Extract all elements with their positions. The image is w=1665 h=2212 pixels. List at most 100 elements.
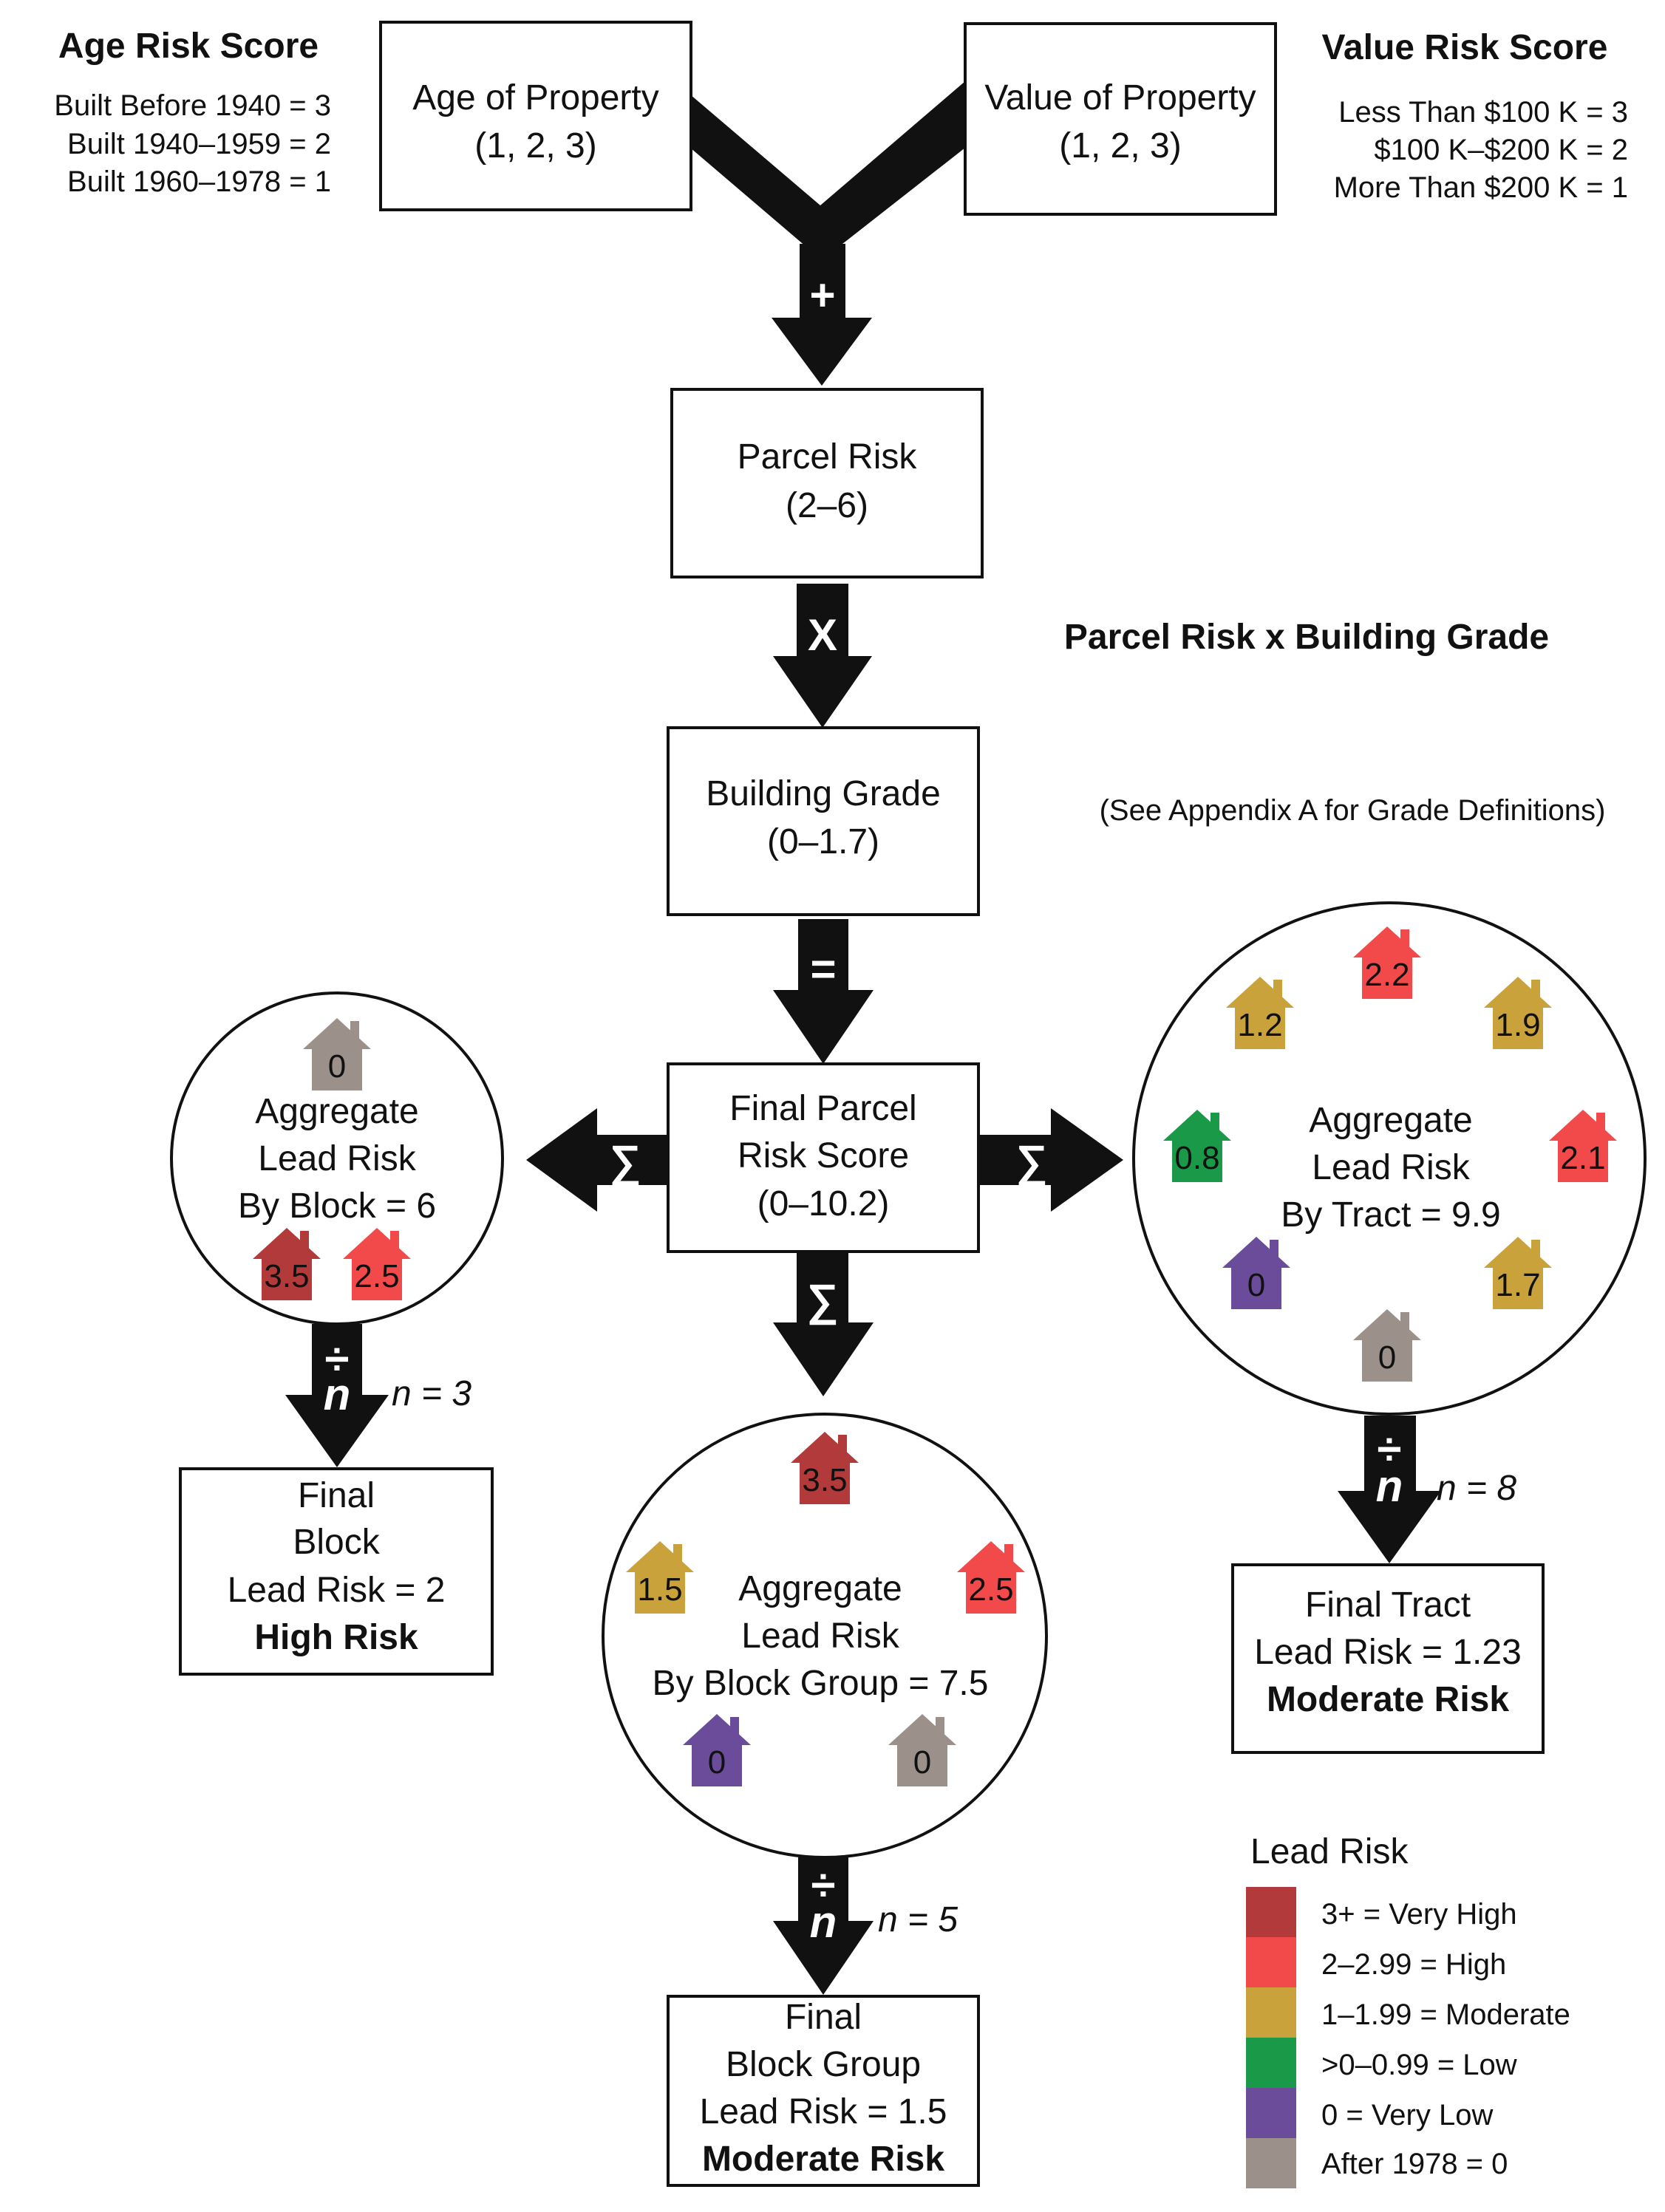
age-score-title: Age Risk Score xyxy=(58,27,319,66)
sum-symbol-down: ∑ xyxy=(807,1275,839,1325)
parcel-box-title: Parcel Risk xyxy=(738,437,918,477)
final-block-line-2: Block xyxy=(293,1523,380,1562)
block-divide-symbol: ÷ xyxy=(325,1334,350,1384)
block-house-1-value: 0 xyxy=(328,1048,346,1085)
parcel-x-grade-note: Parcel Risk x Building Grade xyxy=(1064,618,1549,657)
plus-symbol: + xyxy=(809,270,835,320)
sum-symbol-left: ∑ xyxy=(610,1136,641,1187)
block-group-house-4-value: 0 xyxy=(708,1744,726,1781)
sum-symbol-right: ∑ xyxy=(1016,1136,1048,1187)
multiply-symbol: X xyxy=(808,610,837,660)
legend: Lead Risk 3+ = Very High 2–2.99 = High 1… xyxy=(1246,1832,1570,2188)
tract-house-4: 0.8 xyxy=(1163,1110,1231,1182)
final-tract-risk: Moderate Risk xyxy=(1267,1680,1509,1719)
tract-house-5: 2.1 xyxy=(1549,1110,1617,1182)
age-score-line-3: Built 1960–1978 = 1 xyxy=(67,165,331,198)
final-parcel-line-2: Risk Score xyxy=(738,1136,909,1175)
block-house-2: 3.5 xyxy=(253,1228,321,1300)
value-score-line-3: More Than $200 K = 1 xyxy=(1334,171,1628,204)
tract-house-7-value: 1.7 xyxy=(1495,1267,1540,1303)
building-grade-box: Building Grade (0–1.7) xyxy=(667,726,980,916)
value-box-range: (1, 2, 3) xyxy=(1059,126,1181,165)
value-score-line-1: Less Than $100 K = 3 xyxy=(1338,96,1628,129)
value-score-line-2: $100 K–$200 K = 2 xyxy=(1374,134,1628,166)
tract-house-8: 0 xyxy=(1353,1309,1421,1382)
legend-label-very-high: 3+ = Very High xyxy=(1321,1898,1517,1931)
legend-swatch-high xyxy=(1246,1937,1296,1987)
final-tract-line-1: Final Tract xyxy=(1305,1585,1471,1625)
tract-house-4-value: 0.8 xyxy=(1174,1140,1219,1176)
tract-house-2-value: 1.2 xyxy=(1237,1007,1282,1043)
value-score-title: Value Risk Score xyxy=(1322,28,1608,67)
final-block-group-box: Final Block Group Lead Risk = 1.5 Modera… xyxy=(667,1995,980,2187)
legend-label-after-1978: After 1978 = 0 xyxy=(1321,2148,1508,2180)
final-block-line-3: Lead Risk = 2 xyxy=(228,1571,446,1610)
block-group-house-1-value: 3.5 xyxy=(802,1462,847,1498)
legend-swatch-very-low xyxy=(1246,2088,1296,2138)
block-circle-line-2: Lead Risk xyxy=(258,1139,416,1178)
block-group-divide-symbol: ÷ xyxy=(811,1860,836,1910)
final-block-group-line-3: Lead Risk = 1.5 xyxy=(700,2092,947,2131)
grade-box-title: Building Grade xyxy=(706,774,941,813)
legend-swatch-moderate xyxy=(1246,1987,1296,2038)
value-of-property-box: Value of Property (1, 2, 3) xyxy=(964,22,1277,216)
tract-circle-line-2: Lead Risk xyxy=(1312,1148,1470,1187)
tract-divide-symbol: ÷ xyxy=(1378,1424,1402,1474)
block-house-2-value: 3.5 xyxy=(264,1258,309,1294)
tract-house-1-value: 2.2 xyxy=(1364,957,1409,993)
block-house-3: 2.5 xyxy=(343,1228,411,1300)
block-n-label: n = 3 xyxy=(392,1374,471,1413)
block-group-circle-line-2: Lead Risk xyxy=(741,1617,899,1656)
final-block-risk: High Risk xyxy=(254,1618,418,1657)
final-tract-box: Final Tract Lead Risk = 1.23 Moderate Ri… xyxy=(1231,1563,1545,1754)
block-house-1: 0 xyxy=(303,1018,371,1090)
age-box-title: Age of Property xyxy=(412,78,659,117)
legend-label-moderate: 1–1.99 = Moderate xyxy=(1321,1998,1570,2031)
tract-house-2: 1.2 xyxy=(1226,977,1294,1049)
block-circle-line-1: Aggregate xyxy=(255,1092,419,1131)
plus-arrow: + xyxy=(772,244,872,386)
multiply-arrow: X xyxy=(773,584,872,728)
age-box-range: (1, 2, 3) xyxy=(474,126,596,165)
tract-n-symbol: n xyxy=(1376,1461,1403,1511)
block-group-house-3: 2.5 xyxy=(957,1541,1025,1614)
block-n-symbol: n xyxy=(324,1370,351,1419)
tract-divide-arrow: ÷ n xyxy=(1338,1416,1441,1563)
tract-circle-line-1: Aggregate xyxy=(1309,1101,1473,1140)
block-house-3-value: 2.5 xyxy=(354,1258,399,1294)
merge-connector xyxy=(690,81,965,260)
final-block-box: Final Block Lead Risk = 2 High Risk xyxy=(179,1467,494,1676)
block-group-house-2-value: 1.5 xyxy=(637,1571,682,1608)
equals-symbol: = xyxy=(810,944,836,994)
tract-house-7: 1.7 xyxy=(1484,1237,1552,1309)
tract-n-label: n = 8 xyxy=(1437,1469,1516,1508)
final-parcel-line-3: (0–10.2) xyxy=(757,1184,890,1223)
parcel-box-range: (2–6) xyxy=(786,486,868,525)
block-group-circle-line-1: Aggregate xyxy=(738,1569,902,1608)
sum-arrow-left: ∑ xyxy=(526,1108,668,1212)
tract-house-3-value: 1.9 xyxy=(1495,1007,1540,1043)
block-group-house-5: 0 xyxy=(888,1714,956,1786)
final-parcel-box: Final Parcel Risk Score (0–10.2) xyxy=(667,1062,980,1253)
parcel-risk-box: Parcel Risk (2–6) xyxy=(670,388,984,578)
sum-arrow-right: ∑ xyxy=(978,1108,1123,1212)
legend-label-high: 2–2.99 = High xyxy=(1321,1948,1506,1981)
grade-box-range: (0–1.7) xyxy=(767,822,879,861)
block-group-house-2: 1.5 xyxy=(626,1541,694,1614)
sum-arrow-down: ∑ xyxy=(773,1252,874,1396)
age-score-line-2: Built 1940–1959 = 2 xyxy=(67,128,331,160)
block-group-n-label: n = 5 xyxy=(878,1900,958,1939)
tract-house-1: 2.2 xyxy=(1353,926,1421,999)
age-of-property-box: Age of Property (1, 2, 3) xyxy=(379,21,692,211)
equals-arrow: = xyxy=(773,919,874,1064)
legend-title: Lead Risk xyxy=(1250,1832,1409,1871)
final-block-group-line-2: Block Group xyxy=(726,2045,921,2084)
final-block-group-line-1: Final xyxy=(785,1998,862,2037)
final-parcel-line-1: Final Parcel xyxy=(729,1089,916,1128)
value-box-title: Value of Property xyxy=(984,78,1256,117)
legend-label-low: >0–0.99 = Low xyxy=(1321,2049,1517,2081)
block-divide-arrow: ÷ n xyxy=(285,1324,389,1467)
block-group-n-symbol: n xyxy=(810,1897,837,1947)
block-group-house-3-value: 2.5 xyxy=(968,1571,1013,1608)
